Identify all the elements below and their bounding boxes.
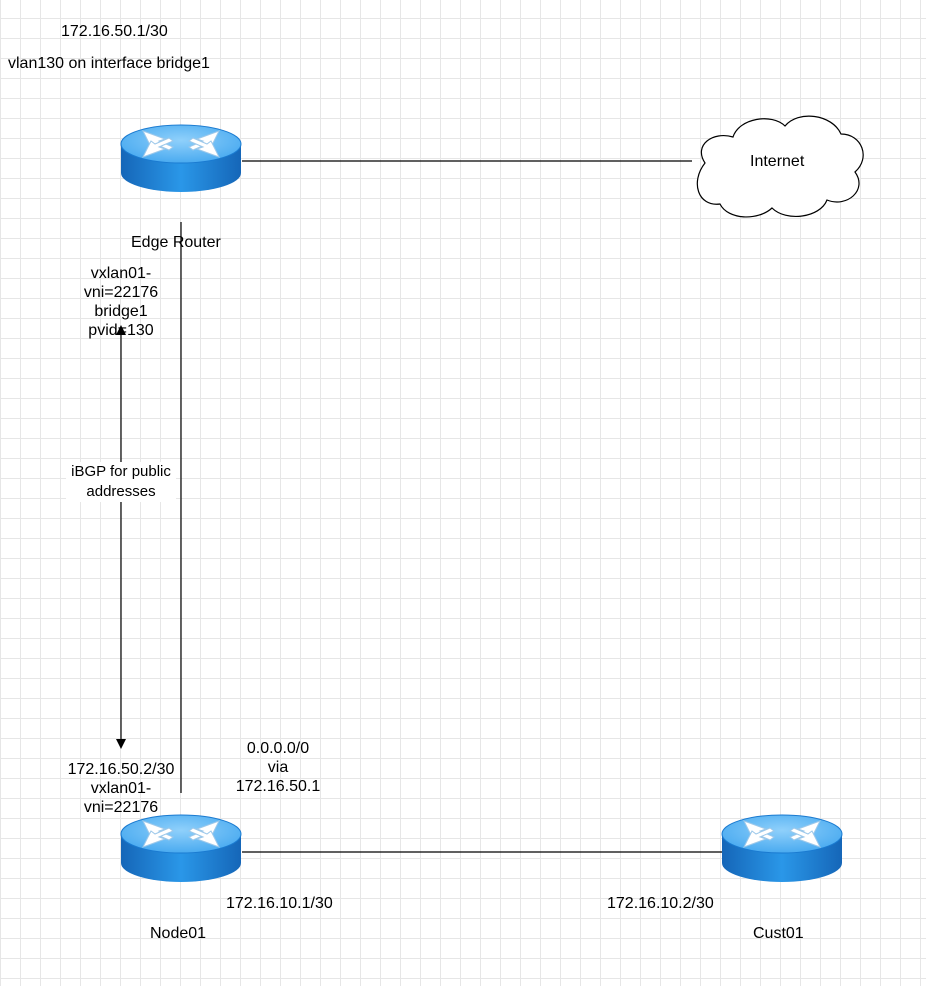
internet-label: Internet (750, 153, 805, 170)
edge-ip-label: 172.16.50.1/30 (61, 23, 168, 40)
node01-router-icon[interactable] (120, 814, 242, 883)
node-link-ip-label: 172.16.10.1/30 (226, 895, 333, 912)
internet-cloud-icon (696, 115, 864, 218)
edge-router-icon[interactable] (120, 124, 242, 193)
edge-vxlan-label: vxlan01- vni=22176 bridge1 pvid=130 (83, 265, 159, 339)
cust01-router-icon[interactable] (721, 814, 843, 883)
edge-vlan-label: vlan130 on interface bridge1 (8, 55, 210, 72)
node01-label: Node01 (150, 925, 207, 942)
node-vxlan-label: 172.16.50.2/30 vxlan01- vni=22176 (67, 761, 175, 816)
cust-link-ip-label: 172.16.10.2/30 (607, 895, 714, 912)
ibgp-label: iBGP for public addresses (66, 462, 176, 502)
default-route-label: 0.0.0.0/0 via 172.16.50.1 (235, 740, 321, 795)
edge-router-label: Edge Router (131, 234, 221, 251)
cust01-label: Cust01 (753, 925, 804, 942)
